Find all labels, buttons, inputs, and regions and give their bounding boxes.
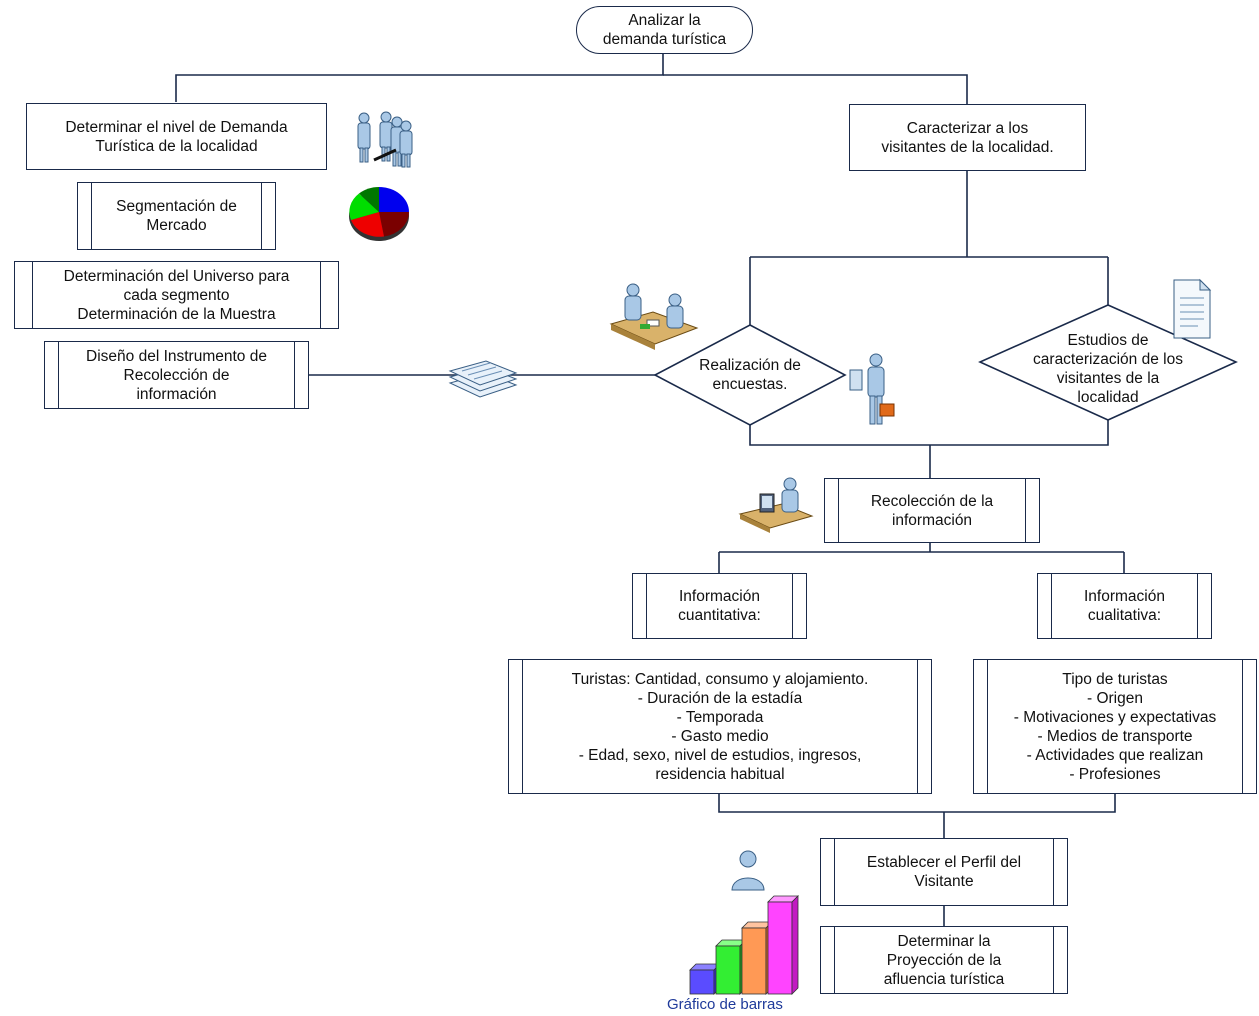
- bar-chart-icon: [689, 895, 799, 995]
- cuali-detalle-node: Tipo de turistas - Origen - Motivaciones…: [973, 659, 1257, 794]
- caracterizar-node: Caracterizar a los visitantes de la loca…: [849, 104, 1086, 171]
- proyeccion-node: Determinar la Proyección de la afluencia…: [820, 926, 1068, 994]
- document-icon: [1173, 278, 1212, 339]
- recoleccion-node: Recolección de la información: [824, 478, 1040, 543]
- segmentacion-node: Segmentación de Mercado: [77, 182, 276, 250]
- cuantitativa-node: Información cuantitativa:: [632, 573, 807, 639]
- person-icon: [731, 850, 765, 891]
- estudios-diamond: [978, 304, 1238, 421]
- meeting-icon: [609, 283, 699, 350]
- universo-node: Determinación del Universo para cada seg…: [14, 261, 339, 329]
- demanda-node: Determinar el nivel de Demanda Turística…: [26, 103, 327, 170]
- document-stack-icon: [448, 360, 518, 398]
- cualitativa-node: Información cualitativa:: [1037, 573, 1212, 639]
- bar-chart-caption: Gráfico de barras: [667, 996, 783, 1013]
- cuanti-detalle-node: Turistas: Cantidad, consumo y alojamient…: [508, 659, 932, 794]
- perfil-node: Establecer el Perfil del Visitante: [820, 838, 1068, 906]
- businessman-icon: [849, 353, 895, 425]
- pie-chart-icon: [349, 187, 409, 241]
- encuestas-diamond: [653, 324, 847, 426]
- encuestas-node: Realización de encuestas.: [699, 357, 801, 393]
- diseno-node: Diseño del Instrumento de Recolección de…: [44, 341, 309, 409]
- root-node: Analizar la demanda turística: [576, 6, 753, 54]
- people-group-icon: [357, 111, 413, 168]
- computer-desk-icon: [738, 477, 814, 533]
- estudios-node: Estudios de caracterización de los visit…: [1033, 332, 1183, 406]
